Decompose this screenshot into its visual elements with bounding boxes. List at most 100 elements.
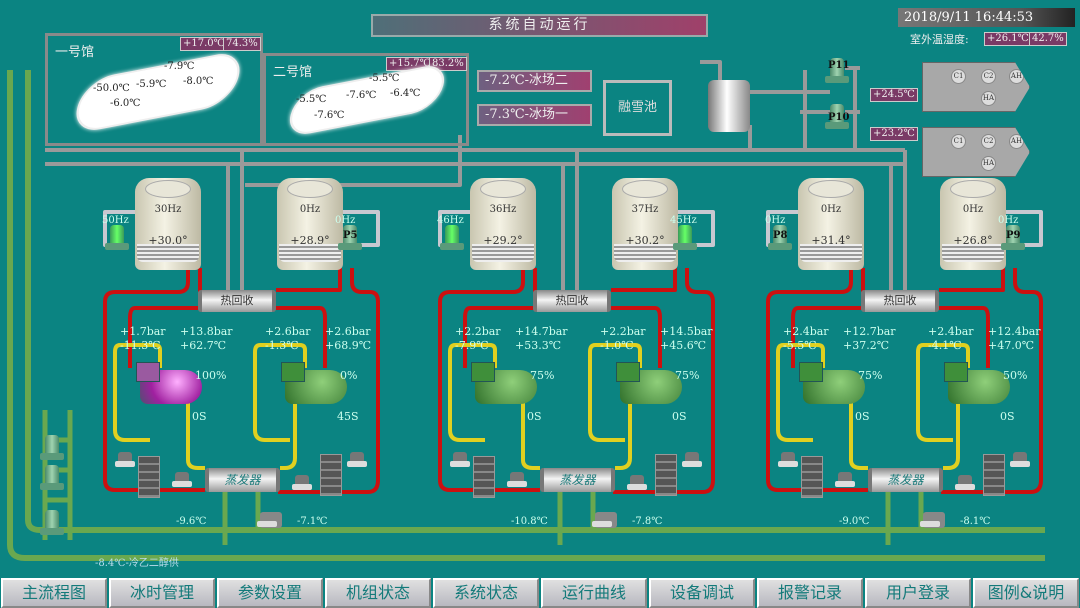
snow-melt-pool[interactable]: 融雪池 <box>603 80 672 136</box>
nav-button-6[interactable]: 设备调试 <box>649 578 755 608</box>
pump-frequency: 45Hz <box>670 215 697 226</box>
solenoid-valve[interactable] <box>955 475 975 490</box>
solenoid-valve[interactable] <box>347 452 367 467</box>
solenoid-valve[interactable] <box>778 452 798 467</box>
cooling-pump[interactable] <box>673 225 697 250</box>
rink2-supply-temp[interactable]: -7.2℃-冰场二 <box>477 70 592 92</box>
nav-button-0[interactable]: 主流程图 <box>1 578 107 608</box>
glycol-pump[interactable] <box>920 512 945 528</box>
system-mode-title: 系统自动运行 <box>371 14 708 37</box>
screw-compressor[interactable] <box>944 362 1010 404</box>
nav-button-3[interactable]: 机组状态 <box>325 578 431 608</box>
glycol-pump[interactable] <box>592 512 617 528</box>
cooling-tower[interactable]: 0Hz+26.8° <box>940 178 1006 270</box>
rink1-temp: +17.0℃ <box>180 37 228 51</box>
nav-button-7[interactable]: 报警记录 <box>757 578 863 608</box>
heat-recovery-exchanger[interactable]: 热回收 <box>198 290 276 312</box>
rink1-sensor: -7.9℃ <box>164 61 195 72</box>
tower-frequency: 0Hz <box>962 204 984 215</box>
cooling-tower[interactable]: 37Hz+30.2° <box>612 178 678 270</box>
nav-button-5[interactable]: 运行曲线 <box>541 578 647 608</box>
solenoid-valve[interactable] <box>1010 452 1030 467</box>
rink2-sensor: -5.5℃ <box>369 73 400 84</box>
cooling-pump[interactable] <box>338 225 362 250</box>
water-tank <box>708 80 750 132</box>
cooling-tower[interactable]: 30Hz+30.0° <box>135 178 201 270</box>
cooling-tower[interactable]: 36Hz+29.2° <box>470 178 536 270</box>
heat-recovery-exchanger[interactable]: 热回收 <box>533 290 611 312</box>
tower-grill <box>472 244 534 262</box>
discharge-pressure: +14.5bar <box>660 325 713 338</box>
cooling-pump[interactable] <box>1001 225 1025 250</box>
fan-icon <box>950 180 996 198</box>
glycol-pump[interactable] <box>40 435 64 460</box>
discharge-temp: +37.2℃ <box>843 339 890 352</box>
solenoid-valve[interactable] <box>627 475 647 490</box>
nav-button-1[interactable]: 冰时管理 <box>109 578 215 608</box>
p11-temp: +24.5℃ <box>870 88 918 102</box>
pump-label: P9 <box>1006 230 1021 241</box>
pump-p10[interactable] <box>825 104 849 129</box>
compressor-timer: 0S <box>1000 410 1015 423</box>
solenoid-valve[interactable] <box>450 452 470 467</box>
air-handling-unit-2[interactable]: C1 C2 AH HA <box>922 127 1030 177</box>
cooling-pump[interactable] <box>768 225 792 250</box>
rink1-supply-temp[interactable]: -7.3℃-冰场一 <box>477 104 592 126</box>
outdoor-humidity: 42.7% <box>1029 32 1067 46</box>
solenoid-valve[interactable] <box>292 475 312 490</box>
oil-cooler <box>983 454 1005 496</box>
tower-grill <box>137 244 199 262</box>
solenoid-valve[interactable] <box>172 472 192 487</box>
compressor-timer: 0S <box>855 410 870 423</box>
solenoid-valve[interactable] <box>835 472 855 487</box>
heat-recovery-exchanger[interactable]: 热回收 <box>861 290 939 312</box>
compressor-timer: 0S <box>672 410 687 423</box>
pump-p11[interactable] <box>825 58 849 83</box>
nav-button-4[interactable]: 系统状态 <box>433 578 539 608</box>
evaporator[interactable]: 蒸发器 <box>868 468 943 492</box>
nav-button-8[interactable]: 用户登录 <box>865 578 971 608</box>
nav-button-2[interactable]: 参数设置 <box>217 578 323 608</box>
pump-frequency: 0Hz <box>998 215 1019 226</box>
solenoid-valve[interactable] <box>682 452 702 467</box>
pump-frequency: 50Hz <box>102 215 129 226</box>
tower-frequency: 0Hz <box>820 204 842 215</box>
suction-pipe <box>916 343 970 470</box>
air-handling-unit-1[interactable]: C1 C2 AH HA <box>922 62 1030 112</box>
tower-temp: +28.9° <box>290 234 330 247</box>
oil-cooler <box>655 454 677 496</box>
solenoid-valve[interactable] <box>507 472 527 487</box>
rink2-panel[interactable]: 二号馆 +15.7℃ 83.2% -5.5℃ -5.5℃ -7.6℃ -6.4℃… <box>263 53 469 146</box>
fan-icon <box>287 180 333 198</box>
glycol-pump[interactable] <box>257 512 282 528</box>
discharge-pipe <box>128 306 327 368</box>
screw-compressor[interactable] <box>136 362 202 404</box>
cooling-tower[interactable]: 0Hz+28.9° <box>277 178 343 270</box>
compressor-load: 75% <box>858 369 883 382</box>
cooling-pump[interactable] <box>105 225 129 250</box>
glycol-main-pipe <box>7 70 1045 561</box>
nav-button-9[interactable]: 图例&说明 <box>973 578 1079 608</box>
suction-pipe <box>448 343 540 470</box>
tower-frequency: 36Hz <box>489 204 517 215</box>
rink2-sensor: -5.5℃ <box>296 94 327 105</box>
water-main-pipe <box>45 148 905 166</box>
evaporator[interactable]: 蒸发器 <box>205 468 280 492</box>
suction-pipe <box>776 343 868 470</box>
screw-compressor[interactable] <box>281 362 347 404</box>
rink1-panel[interactable]: 一号馆 +17.0℃ 74.3% -7.9℃ -50.0℃ -5.9℃ -8.0… <box>45 33 263 146</box>
screw-compressor[interactable] <box>616 362 682 404</box>
cooling-pump[interactable] <box>440 225 464 250</box>
screw-compressor[interactable] <box>799 362 865 404</box>
glycol-pump[interactable] <box>40 465 64 490</box>
solenoid-valve[interactable] <box>115 452 135 467</box>
discharge-pressure: +13.8bar <box>180 325 233 338</box>
screw-compressor[interactable] <box>471 362 537 404</box>
cooling-tower[interactable]: 0Hz+31.4° <box>798 178 864 270</box>
oil-cooler <box>320 454 342 496</box>
evaporator[interactable]: 蒸发器 <box>540 468 615 492</box>
ahu-ha: HA <box>981 91 996 106</box>
suction-pressure: +2.4bar <box>783 325 829 338</box>
tower-temp: +30.2° <box>625 234 665 247</box>
glycol-pump[interactable] <box>40 510 64 535</box>
